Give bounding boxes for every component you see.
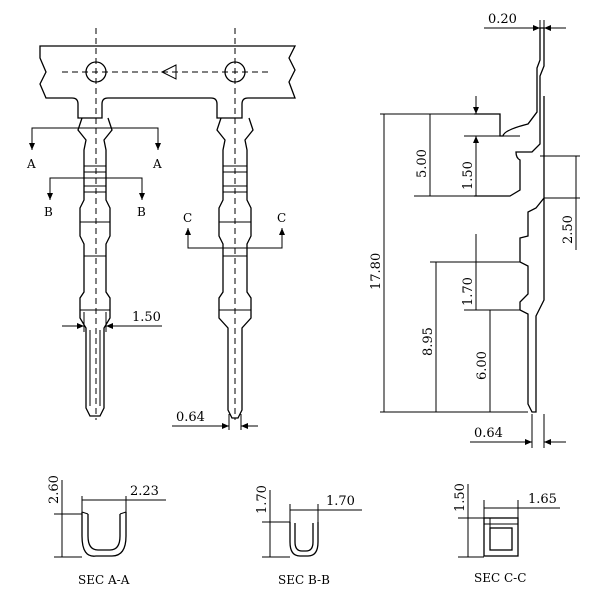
- section-a-marker-left: A: [26, 157, 36, 171]
- section-a-marker-right: A: [152, 157, 162, 171]
- dim-front-pin-label: 0.64: [176, 410, 205, 425]
- section-b-marker-right: B: [137, 205, 146, 219]
- dim-1-70: 1.70: [461, 234, 477, 310]
- sec-b-height-label: 1.70: [255, 485, 270, 514]
- dim-6-00-label: 6.00: [475, 351, 490, 380]
- carrier-strip: [39, 45, 297, 119]
- dim-1-50: 1.50: [461, 96, 479, 196]
- dim-2-50-label: 2.50: [561, 215, 576, 244]
- dim-top-thickness: 0.20: [484, 12, 566, 34]
- dim-side-pin: 0.64: [470, 414, 566, 448]
- sec-c-height-label: 1.50: [453, 483, 468, 512]
- dim-front-width-label: 1.50: [132, 310, 161, 325]
- dim-6-00: 6.00: [475, 310, 491, 412]
- dim-8-95: 8.95: [421, 262, 437, 412]
- sec-a-width-label: 2.23: [130, 484, 159, 499]
- sec-a-title: SEC A-A: [78, 573, 130, 587]
- front-view: A A B B C C 1.50: [26, 28, 297, 430]
- section-b-marker-left: B: [44, 205, 53, 219]
- dim-5-00-label: 5.00: [415, 149, 430, 178]
- dim-5-00: 5.00: [415, 114, 431, 196]
- sec-c-title: SEC C-C: [474, 571, 526, 585]
- section-c-marker-left: C: [183, 211, 192, 225]
- section-a-view: 2.60 2.23 SEC A-A: [47, 475, 166, 587]
- dim-top-thickness-label: 0.20: [488, 12, 517, 27]
- feed-direction-arrow: [160, 64, 177, 80]
- dim-front-pin: 0.64: [172, 410, 258, 430]
- dim-total-height-label: 17.80: [369, 253, 384, 290]
- dim-2-50: 2.50: [561, 156, 577, 250]
- section-cut-c: C C: [183, 211, 286, 249]
- terminal-right: [216, 28, 254, 420]
- dim-1-50-label: 1.50: [461, 161, 476, 190]
- dim-8-95-label: 8.95: [421, 327, 436, 356]
- dim-side-pin-label: 0.64: [474, 426, 503, 441]
- section-c-view: 1.50 1.65 SEC C-C: [453, 483, 560, 585]
- section-b-view: 1.70 1.70 SEC B-B: [255, 485, 362, 587]
- dim-front-width: 1.50: [62, 310, 162, 332]
- sec-a-height-label: 2.60: [47, 475, 62, 504]
- section-cut-a: A A: [26, 127, 162, 171]
- dim-1-70-label: 1.70: [461, 277, 476, 306]
- dim-total-height: 17.80: [369, 114, 385, 412]
- section-cut-b: B B: [44, 177, 146, 219]
- sec-b-title: SEC B-B: [278, 573, 330, 587]
- side-view: 0.20 17.80 5.00 1.50: [369, 12, 580, 448]
- section-c-marker-right: C: [277, 211, 286, 225]
- terminal-left: [77, 28, 113, 420]
- sec-c-width-label: 1.65: [528, 492, 557, 507]
- sec-b-width-label: 1.70: [326, 494, 355, 509]
